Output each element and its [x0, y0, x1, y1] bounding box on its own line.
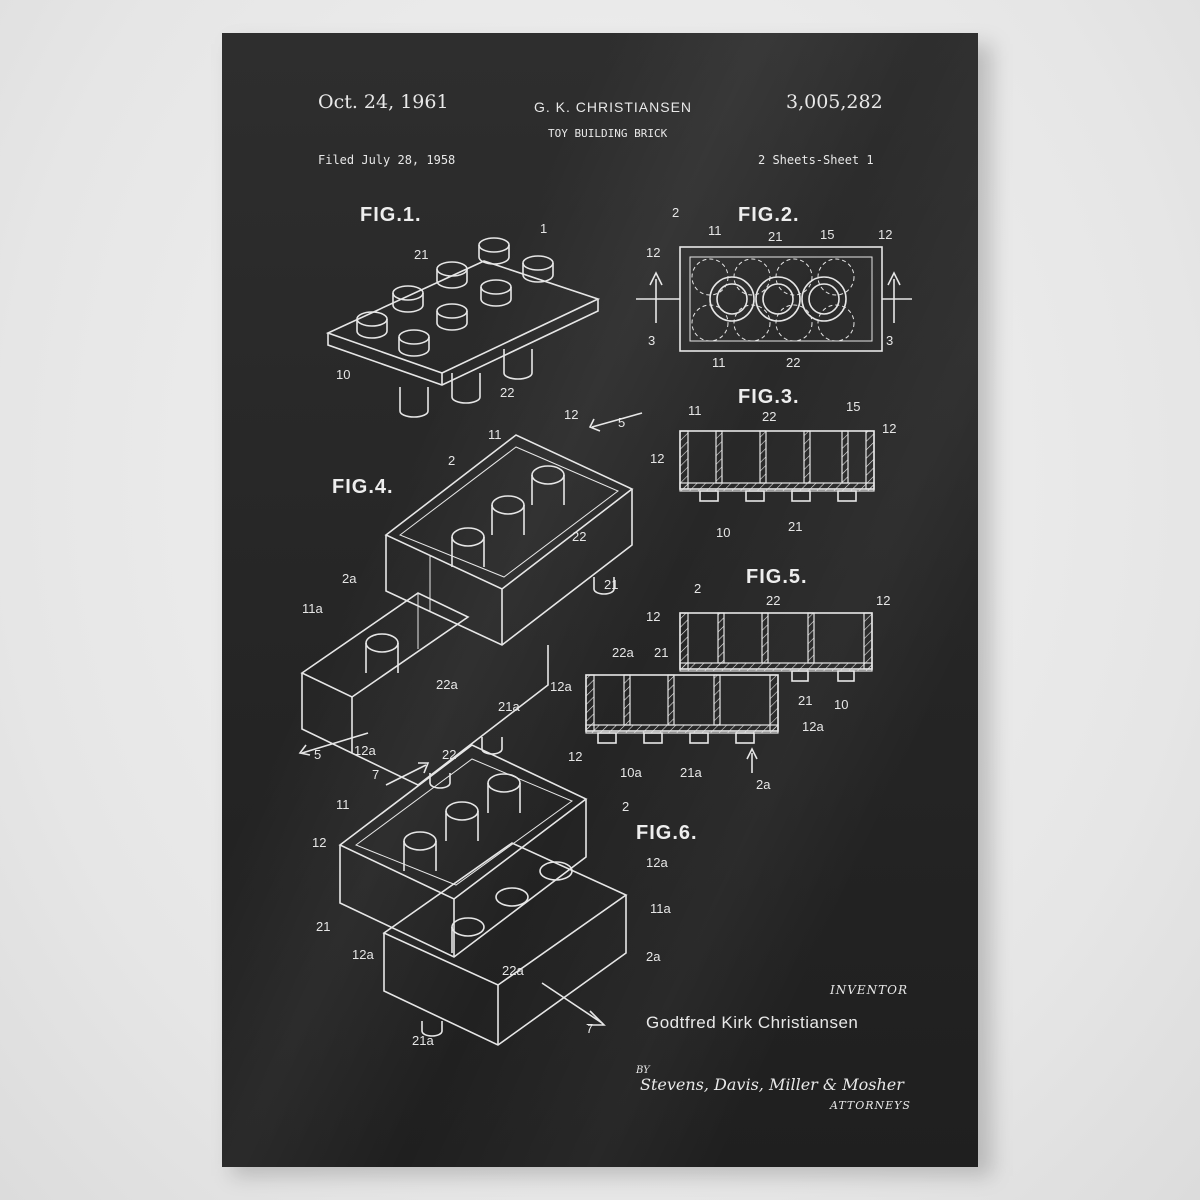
fig6-label-12: 12	[312, 835, 326, 850]
fig6-label-11a: 11a	[650, 901, 671, 916]
patent-print-panel: Oct. 24, 1961 G. K. CHRISTIANSEN 3,005,2…	[222, 33, 978, 1167]
fig1-label-22: 22	[500, 385, 514, 400]
inventor-name: Godtfred Kirk Christiansen	[646, 1013, 859, 1032]
fig1-label-1: 1	[540, 221, 547, 236]
patent-number: 3,005,282	[786, 91, 883, 113]
attorneys-signature: Stevens, Davis, Miller & Mosher	[640, 1075, 904, 1094]
fig2-label-11-bottom: 11	[712, 355, 726, 370]
fig6-label-21: 21	[316, 919, 330, 934]
fig4-title: FIG.4.	[332, 476, 394, 498]
fig4-label-5-bottom: 5	[314, 747, 321, 762]
fig5-label-10: 10	[834, 697, 848, 712]
fig2-label-15: 15	[820, 227, 834, 242]
by-label: BY	[636, 1065, 650, 1076]
fig6-label-7-bottom: 7	[586, 1021, 593, 1036]
fig6-label-22: 22	[442, 747, 456, 762]
fig6-label-7-top: 7	[372, 767, 379, 782]
fig2-label-12-left: 12	[646, 245, 660, 260]
fig4-label-22a: 22a	[436, 677, 458, 692]
fig6-label-2a: 2a	[646, 949, 661, 964]
fig1-title: FIG.1.	[360, 204, 422, 226]
fig6-label-12a-left: 12a	[352, 947, 374, 962]
fig6-label-12-top: 12	[568, 749, 582, 764]
fig4-label-12a: 12a	[354, 743, 376, 758]
fig2-label-12-right: 12	[878, 227, 892, 242]
fig4-label-21a: 21a	[498, 699, 520, 714]
fig5-label-2a: 2a	[756, 777, 771, 792]
figure-5-section: FIG.5. 2 22 12 12 22a	[550, 566, 890, 792]
fig3-title: FIG.3.	[738, 386, 800, 408]
fig4-label-2: 2	[448, 453, 455, 468]
fig1-label-21: 21	[414, 247, 428, 262]
fig5-label-21-left: 21	[654, 645, 668, 660]
fig6-label-22a: 22a	[502, 963, 524, 978]
inventor-label: INVENTOR	[830, 983, 909, 997]
figure-3-section: FIG.3. 11 22 15 12 12 10 21	[650, 386, 896, 540]
fig3-label-12-left: 12	[650, 451, 664, 466]
fig3-label-10: 10	[716, 525, 730, 540]
figure-2-top-view: FIG.2. 2 11 21 15 12 12 3 3 11	[636, 204, 912, 370]
fig2-label-11: 11	[708, 223, 722, 238]
fig5-label-10a: 10a	[620, 765, 642, 780]
sheet-count: 2 Sheets-Sheet 1	[758, 153, 874, 167]
fig5-label-22a: 22a	[612, 645, 634, 660]
fig2-title: FIG.2.	[738, 204, 800, 226]
fig6-label-21a: 21a	[412, 1033, 434, 1048]
fig6-label-2: 2	[622, 799, 629, 814]
fig3-label-15: 15	[846, 399, 860, 414]
fig2-label-3-left: 3	[648, 333, 655, 348]
fig6-label-12a-right: 12a	[646, 855, 668, 870]
inventor-header: G. K. CHRISTIANSEN	[534, 99, 693, 115]
fig4-label-11a: 11a	[302, 601, 323, 616]
fig2-label-22: 22	[786, 355, 800, 370]
figure-6-bricks-exploded: FIG.6. 22 12	[312, 744, 698, 1048]
fig2-label-3-right: 3	[886, 333, 893, 348]
fig5-label-22: 22	[766, 593, 780, 608]
fig5-label-12-right: 12	[876, 593, 890, 608]
patent-date: Oct. 24, 1961	[318, 91, 449, 113]
fig2-label-21: 21	[768, 229, 782, 244]
patent-drawings: FIG.1. 1 21 10 22 FI	[298, 204, 912, 1048]
fig3-label-21: 21	[788, 519, 802, 534]
fig5-title: FIG.5.	[746, 566, 808, 588]
fig3-label-22: 22	[762, 409, 776, 424]
fig4-label-12: 12	[564, 407, 578, 422]
fig5-label-2: 2	[694, 581, 701, 596]
fig3-label-12-right: 12	[882, 421, 896, 436]
fig5-label-12a-left: 12a	[550, 679, 572, 694]
fig4-label-2a: 2a	[342, 571, 357, 586]
fig4-label-22: 22	[572, 529, 586, 544]
figure-1-brick-plate: FIG.1. 1 21 10 22	[325, 204, 601, 418]
patent-title: TOY BUILDING BRICK	[548, 127, 668, 140]
fig6-label-11: 11	[336, 797, 350, 812]
fig6-title: FIG.6.	[636, 822, 698, 844]
fig5-label-12a-right: 12a	[802, 719, 824, 734]
fig2-label-2: 2	[672, 205, 679, 220]
fig5-label-12-left: 12	[646, 609, 660, 624]
fig5-label-21-right: 21	[798, 693, 812, 708]
filed-date: Filed July 28, 1958	[318, 153, 456, 167]
fig4-label-21: 21	[604, 577, 618, 592]
fig1-label-10: 10	[336, 367, 350, 382]
attorneys-label: ATTORNEYS	[830, 1099, 911, 1112]
fig4-label-5-top: 5	[618, 415, 625, 430]
fig4-label-11: 11	[488, 427, 502, 442]
fig3-label-11: 11	[688, 403, 702, 418]
fig5-label-21a: 21a	[680, 765, 702, 780]
